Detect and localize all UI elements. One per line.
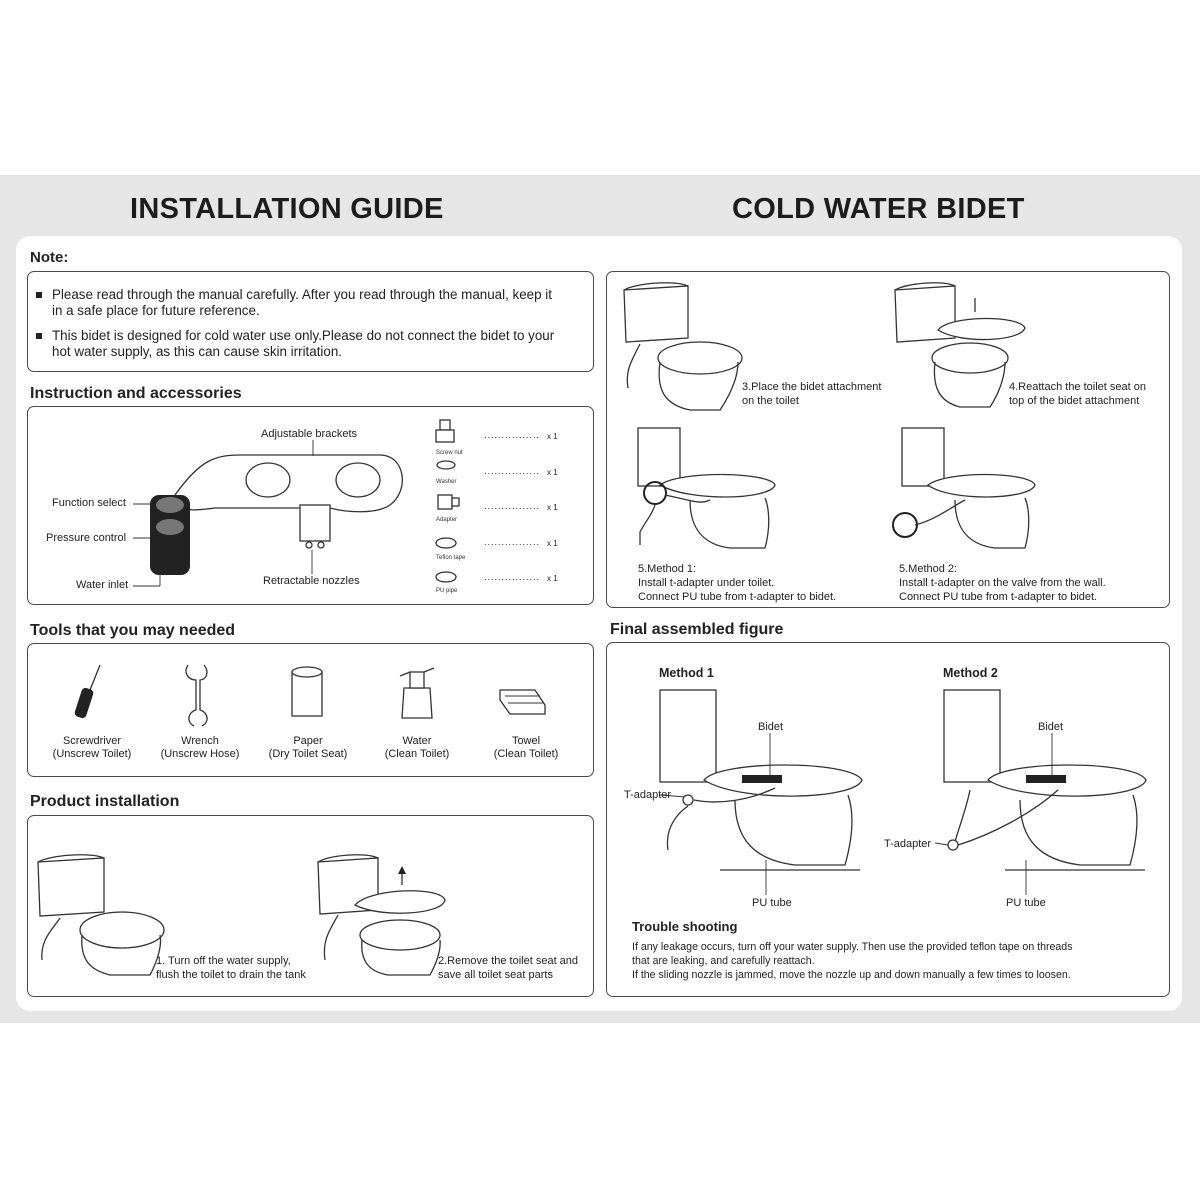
step-2-text-cont: save all toilet seat parts [438, 969, 553, 981]
trouble-line-1: If any leakage occurs, turn off your wat… [632, 941, 1073, 953]
accessory-dots: ................ [484, 466, 541, 476]
step-2-text: 2.Remove the toilet seat and [438, 955, 579, 967]
accessory-dots: ................ [484, 537, 541, 547]
steps-box [606, 271, 1170, 608]
note-item-2: This bidet is designed for cold water us… [36, 328, 554, 344]
note-box [27, 271, 594, 372]
tool-use-wrench: (Unscrew Hose) [160, 748, 240, 760]
note-item-1: Please read through the manual carefully… [36, 287, 552, 303]
accessory-dots: ................ [484, 430, 541, 440]
step-1-text-cont: flush the toilet to drain the tank [156, 969, 306, 981]
accessory-dots: ................ [484, 501, 541, 511]
product-installation-illustration [37, 854, 446, 976]
step-1-text: 1. Turn off the water supply, [156, 955, 291, 967]
accessory-name: PU pipe [436, 588, 458, 594]
pressure-control-label: Pressure control [46, 532, 127, 544]
final-pu-tube-label-2: PU tube [1006, 897, 1046, 909]
accessory-qty: x 1 [547, 574, 558, 583]
step-3-text-cont: on the toilet [742, 395, 799, 407]
method-2-line-2: Connect PU tube from t-adapter to bidet. [899, 591, 1098, 603]
final-bidet-label-2: Bidet [1038, 721, 1064, 733]
method-1-line-2: Connect PU tube from t-adapter to bidet. [638, 591, 837, 603]
accessory-name: Teflon tape [436, 555, 466, 561]
note-item-1-cont: in a safe place for future reference. [52, 303, 260, 318]
method-2-title: 5.Method 2: [899, 563, 958, 575]
trouble-line-2: that are leaking, and carefully reattach… [632, 955, 815, 967]
tools-heading: Tools that you may needed [30, 622, 236, 639]
installation-guide-title: INSTALLATION GUIDE [130, 193, 444, 225]
final-method-2-label: Method 2 [943, 666, 998, 680]
note-item-2-cont: hot water supply, as this can cause skin… [52, 344, 343, 359]
tool-name-paper: Paper [293, 735, 323, 747]
accessories-heading: Instruction and accessories [30, 385, 242, 402]
tools-illustration [74, 664, 546, 727]
accessory-qty: x 1 [547, 503, 558, 512]
tool-use-water: (Clean Toilet) [384, 748, 450, 760]
final-method-1-label: Method 1 [659, 666, 714, 680]
step-4-text: 4.Reattach the toilet seat on [1009, 381, 1146, 393]
product-installation-box [27, 815, 594, 997]
tool-use-towel: (Clean Toilet) [493, 748, 559, 760]
retractable-nozzles-label: Retractable nozzles [263, 575, 360, 587]
final-bidet-label-1: Bidet [758, 721, 784, 733]
final-figure-heading: Final assembled figure [610, 621, 784, 638]
method-1-title: 5.Method 1: [638, 563, 697, 575]
tool-use-screwdriver: (Unscrew Toilet) [52, 748, 132, 760]
accessory-qty: x 1 [547, 539, 558, 548]
method-2-line-1: Install t-adapter on the valve from the … [899, 577, 1106, 589]
final-t-adapter-label-1: T-adapter [624, 789, 672, 801]
function-select-label: Function select [52, 497, 126, 509]
final-t-adapter-label-2: T-adapter [884, 838, 932, 850]
steps-illustration [623, 282, 1036, 549]
tool-name-screwdriver: Screwdriver [62, 735, 122, 747]
bidet-attachment-illustration [133, 419, 460, 587]
accessory-name: Screw nut [436, 450, 463, 456]
accessory-name: Washer [436, 479, 457, 485]
trouble-shooting-heading: Trouble shooting [632, 919, 738, 934]
trouble-line-3: If the sliding nozzle is jammed, move th… [632, 969, 1071, 981]
tool-name-water: Water [402, 735, 432, 747]
note-heading: Note: [30, 249, 69, 266]
accessory-qty: x 1 [547, 432, 558, 441]
method-1-line-1: Install t-adapter under toilet. [638, 577, 775, 589]
product-installation-heading: Product installation [30, 793, 180, 810]
accessory-name: Adapter [436, 517, 458, 523]
tool-name-towel: Towel [511, 735, 541, 747]
tool-name-wrench: Wrench [181, 735, 219, 747]
cold-water-bidet-title: COLD WATER BIDET [732, 193, 1025, 225]
tool-use-paper: (Dry Toilet Seat) [268, 748, 348, 760]
final-figure-illustration [659, 689, 1147, 895]
step-4-text-cont: top of the bidet attachment [1009, 395, 1140, 407]
step-3-text: 3.Place the bidet attachment [742, 381, 882, 393]
final-pu-tube-label-1: PU tube [752, 897, 792, 909]
accessory-dots: ................ [484, 572, 541, 582]
water-inlet-label: Water inlet [76, 579, 129, 591]
adjustable-brackets-label: Adjustable brackets [261, 428, 357, 440]
accessory-qty: x 1 [547, 468, 558, 477]
